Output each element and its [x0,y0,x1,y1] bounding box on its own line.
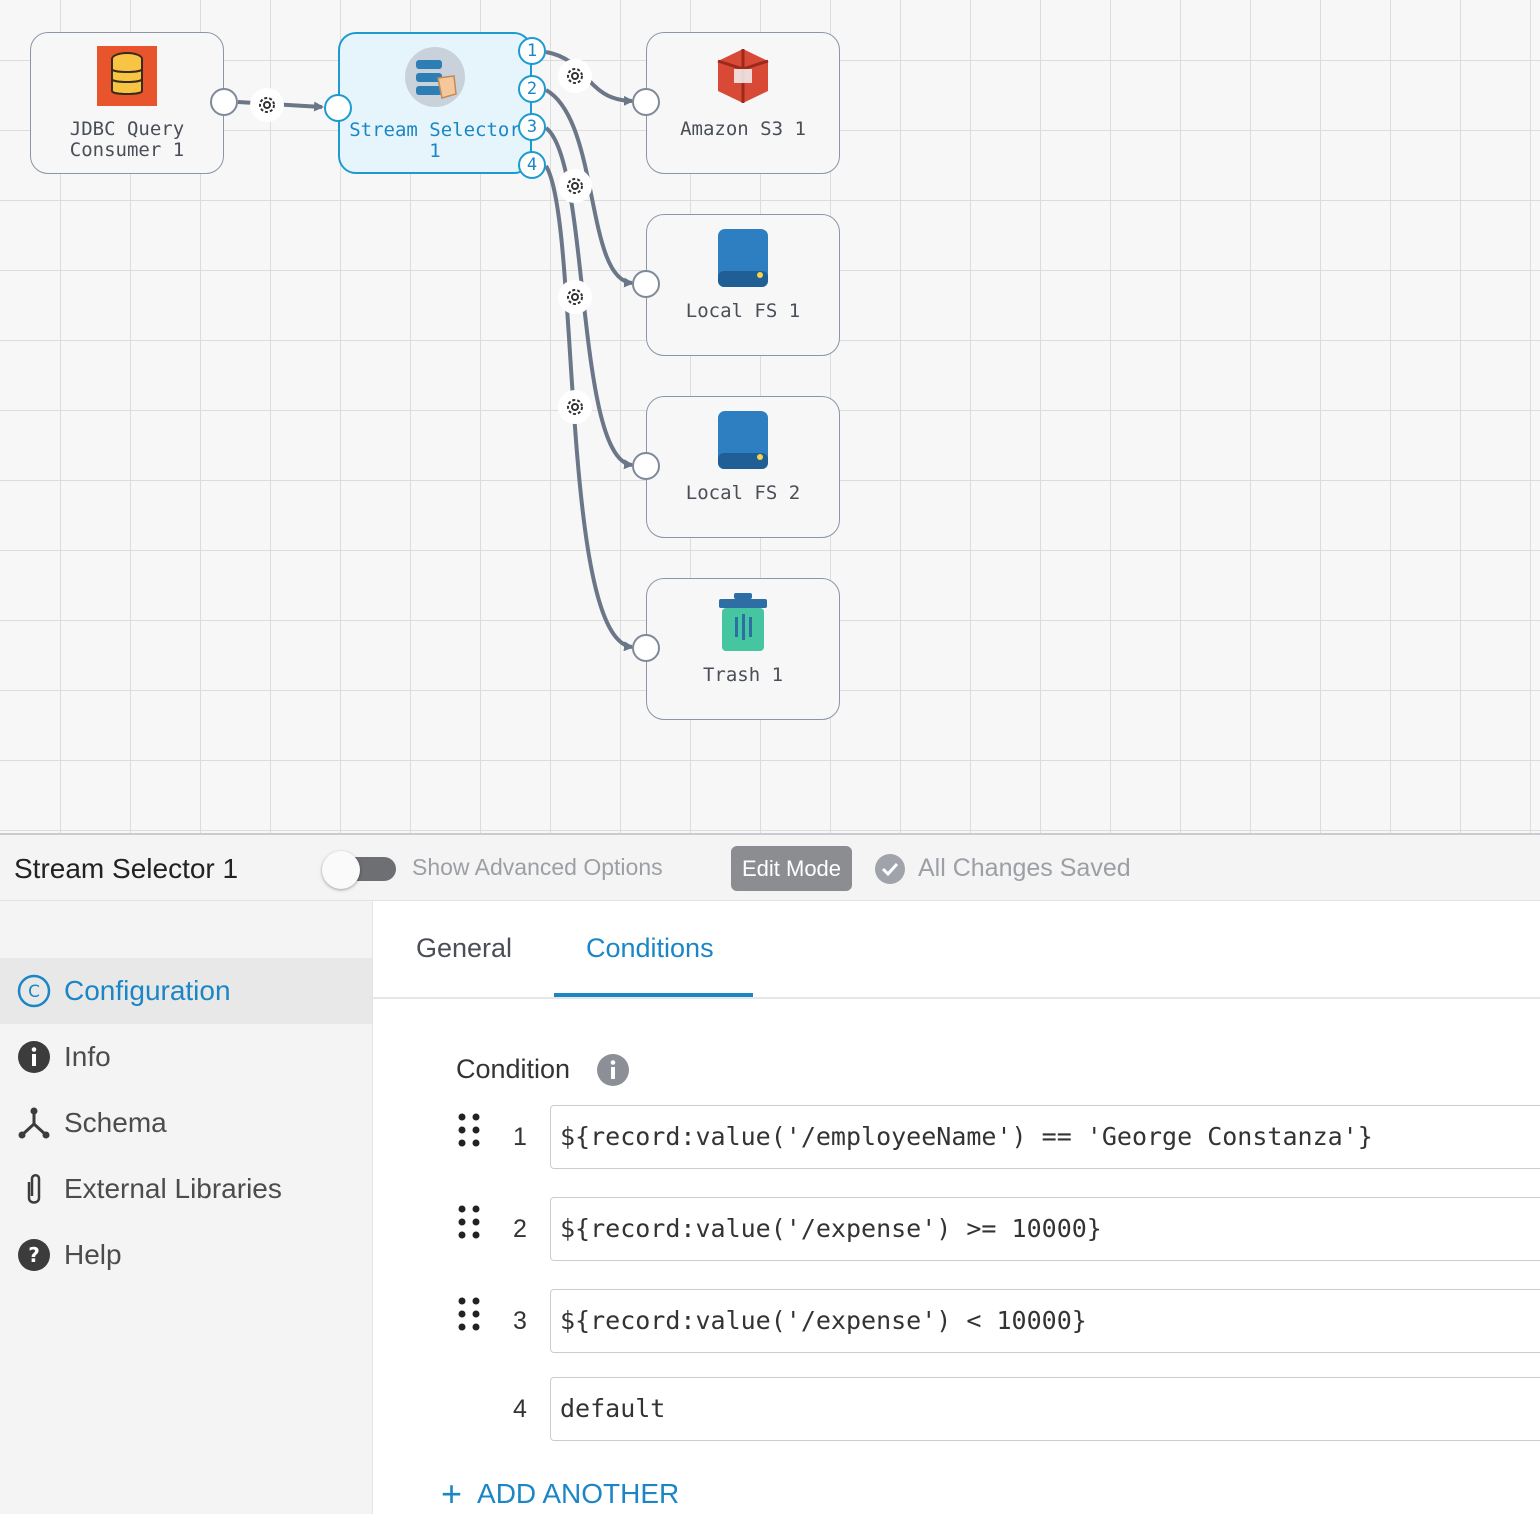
stage-trash[interactable]: Trash 1 [646,578,840,720]
output-port-2[interactable]: 2 [518,75,546,103]
condition-input[interactable]: ${record:value('/expense') >= 10000} [550,1197,1540,1261]
advanced-options-label[interactable]: Show Advanced Options [412,854,663,880]
config-main: General Conditions Condition 1 ${record:… [373,901,1540,1514]
stream-selector-icon [404,46,466,108]
localfs2-input-port[interactable] [632,452,660,480]
stage-local-fs-2[interactable]: Local FS 2 [646,396,840,538]
schema-icon [17,1106,51,1140]
output-port-1[interactable]: 1 [518,37,546,65]
drag-handle-icon[interactable] [457,1296,481,1332]
sidebar-item-label: External Libraries [64,1173,282,1204]
config-tabs: General Conditions [373,901,1540,999]
s3-input-port[interactable] [632,88,660,116]
tab-general[interactable]: General [416,933,513,963]
stage-label: Amazon S3 1 [680,118,806,140]
stage-label: Trash 1 [702,664,784,686]
add-another-label: ADD ANOTHER [477,1478,680,1509]
drag-handle-icon[interactable] [457,1204,481,1240]
amazon-s3-icon [712,45,774,107]
condition-row: 1 ${record:value('/employeeName') == 'Ge… [373,1105,1540,1169]
condition-number: 4 [513,1395,527,1423]
sidebar-item-label: Schema [64,1107,167,1138]
sidebar-item-label: Info [64,1041,111,1072]
saved-status: All Changes Saved [918,854,1131,882]
condition-input[interactable]: default [550,1377,1540,1441]
condition-number: 2 [513,1215,527,1243]
stage-label: Local FS 2 [685,482,801,504]
database-icon [96,45,158,107]
output-port-4[interactable]: 4 [518,151,546,179]
panel-title: Stream Selector 1 [14,853,239,884]
sidebar-item-info[interactable]: Info [0,1024,372,1090]
gear-icon[interactable] [558,280,592,314]
stage-stream-selector[interactable]: Stream Selector 1 [338,32,532,174]
drag-handle-icon[interactable] [457,1112,481,1148]
condition-number: 1 [513,1123,527,1151]
hard-drive-icon [712,409,774,471]
wire-output-2 [544,88,634,288]
sidebar-item-external-libraries[interactable]: External Libraries [0,1156,372,1222]
stage-label: Local FS 1 [685,300,801,322]
condition-input[interactable]: ${record:value('/employeeName') == 'Geor… [550,1105,1540,1169]
condition-number: 3 [513,1307,527,1335]
advanced-options-toggle[interactable] [322,851,396,889]
config-panel-header: Stream Selector 1 Show Advanced Options … [0,833,1540,901]
condition-field-label: Condition [456,1054,571,1084]
svg-text:C: C [28,982,40,1002]
active-tab-indicator [554,993,753,997]
condition-row: 3 ${record:value('/expense') < 10000} [373,1289,1540,1353]
wire-output-4 [544,164,634,652]
paperclip-icon [17,1172,51,1206]
sidebar-item-configuration[interactable]: C Configuration [0,958,372,1024]
jdbc-output-port[interactable] [210,88,238,116]
tab-conditions[interactable]: Conditions [586,933,714,963]
trash-input-port[interactable] [632,634,660,662]
localfs1-input-port[interactable] [632,270,660,298]
stage-local-fs-1[interactable]: Local FS 1 [646,214,840,356]
help-icon: ? [17,1238,51,1272]
config-sidebar: C Configuration Info Schema External Lib… [0,901,373,1514]
edit-mode-button[interactable]: Edit Mode [731,846,852,891]
pipeline-canvas[interactable]: JDBC Query Consumer 1 Stream Selector 1 … [0,0,1540,833]
stage-jdbc-query-consumer[interactable]: JDBC Query Consumer 1 [30,32,224,174]
sidebar-item-label: Help [64,1239,122,1270]
condition-row: 2 ${record:value('/expense') >= 10000} [373,1197,1540,1261]
sidebar-item-schema[interactable]: Schema [0,1090,372,1156]
plus-icon: + [441,1473,463,1514]
sidebar-item-label: Configuration [64,975,231,1006]
sidebar-item-help[interactable]: ? Help [0,1222,372,1288]
stage-label: JDBC Query Consumer 1 [69,118,185,161]
gear-icon[interactable] [558,59,592,93]
gear-icon[interactable] [558,390,592,424]
gear-icon[interactable] [250,88,284,122]
check-circle-icon [874,853,906,885]
svg-text:?: ? [28,1243,40,1267]
add-another-button[interactable]: + ADD ANOTHER [441,1473,680,1514]
gear-icon[interactable] [558,169,592,203]
output-port-3[interactable]: 3 [518,113,546,141]
toggle-knob [322,851,360,889]
condition-input[interactable]: ${record:value('/expense') < 10000} [550,1289,1540,1353]
selector-input-port[interactable] [324,94,352,122]
info-icon[interactable] [596,1053,630,1087]
stage-label: Stream Selector 1 [349,119,521,162]
hard-drive-icon [712,227,774,289]
trash-icon [712,591,774,653]
configuration-icon: C [17,974,51,1008]
info-icon [17,1040,51,1074]
condition-row: 4 default [373,1377,1540,1441]
stage-amazon-s3[interactable]: Amazon S3 1 [646,32,840,174]
